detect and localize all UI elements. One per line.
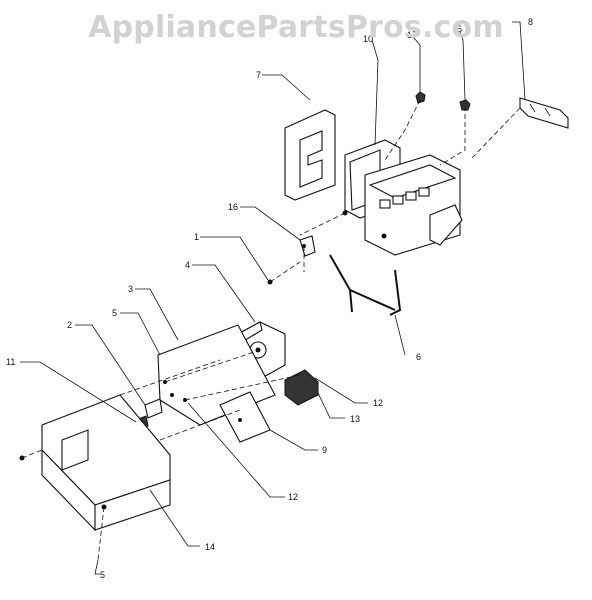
- label-part-10: 10: [363, 34, 373, 44]
- label-part-17: 17: [407, 30, 417, 40]
- label-part-5-bottom: 5: [100, 570, 105, 580]
- part-6-wire-harness: [329, 254, 402, 316]
- label-part-3: 3: [128, 284, 133, 294]
- part-17-clip: [415, 91, 426, 104]
- leader-lines: [20, 21, 526, 575]
- label-part-4: 4: [185, 260, 190, 270]
- watermark: AppliancePartsPros.com: [88, 10, 504, 45]
- label-part-12-right: 12: [373, 398, 383, 408]
- label-part-6: 6: [416, 352, 421, 362]
- assembly-lines: [21, 99, 521, 561]
- label-part-2: 2: [67, 320, 72, 330]
- part-2-clip: [144, 398, 163, 419]
- part-9-clip: [519, 97, 569, 129]
- part-7-cover: [284, 109, 336, 201]
- part-labels: 7 10 17 5 8 16 1 4 3 5 2 11 6 12 13 9 12…: [6, 17, 533, 580]
- label-part-16: 16: [228, 202, 238, 212]
- label-part-5-top: 5: [457, 24, 462, 34]
- label-part-13: 13: [350, 414, 360, 424]
- label-part-1: 1: [194, 232, 199, 242]
- part-5-clip-top: [459, 99, 471, 111]
- part-16-bracket: [299, 235, 316, 257]
- label-part-8: 9: [322, 445, 327, 455]
- label-part-12-low: 12: [288, 492, 298, 502]
- label-part-9: 8: [528, 17, 533, 27]
- label-part-14: 14: [205, 542, 215, 552]
- label-part-11: 11: [6, 357, 15, 367]
- part-13-switch: [284, 369, 319, 406]
- ice-maker-assembly: [342, 154, 463, 256]
- label-part-5-mid: 5: [112, 308, 117, 318]
- part-14-housing: [19, 394, 171, 532]
- label-part-7: 7: [256, 70, 261, 80]
